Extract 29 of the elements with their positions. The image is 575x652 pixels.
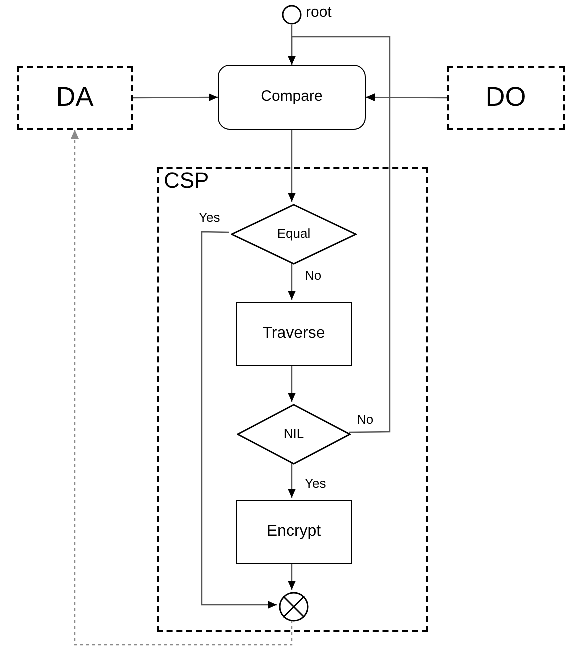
actor-box [447,66,565,130]
arrow [288,562,296,590]
junction-circle [279,592,309,622]
node-label: Compare [261,88,323,107]
node-label: Encrypt [266,522,322,542]
node-label: Equal [277,226,311,243]
group-container [157,167,428,632]
decision-diamond [237,404,351,465]
node-label: DA [56,81,94,114]
group-label: CSP [164,167,210,194]
arrow [133,94,218,102]
start-circle [282,5,302,25]
process-box [236,500,352,564]
arrow [366,94,447,102]
node-caption: root [306,4,332,23]
process-box [236,302,352,366]
node-label: Traverse [262,324,326,344]
dashed-arrow [71,130,293,646]
actor-box [17,66,133,130]
node-label: DO [486,81,526,114]
arrow [288,36,391,434]
process-box [218,65,366,130]
arrow [288,130,296,202]
arrow [288,463,296,498]
arrow [288,364,296,402]
decision-diamond [231,204,357,265]
arrow [288,263,296,300]
arrow [201,231,277,609]
node-label: NIL [284,426,304,443]
